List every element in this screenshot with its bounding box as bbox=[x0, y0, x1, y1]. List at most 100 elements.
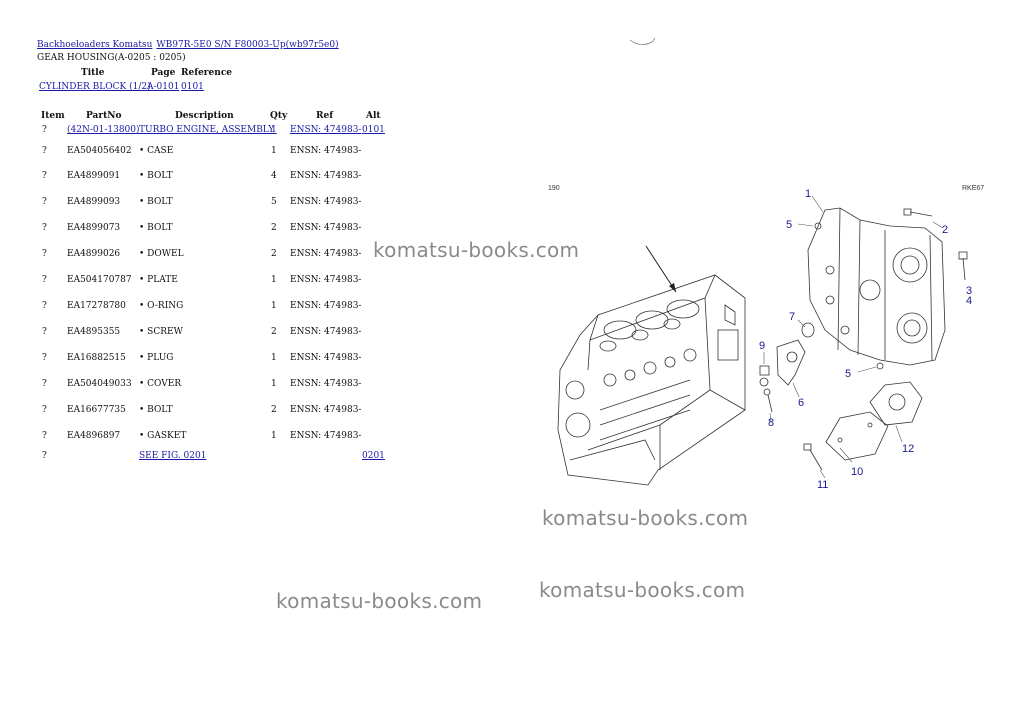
cell-qty: 2 bbox=[271, 405, 277, 415]
watermark: komatsu-books.com bbox=[373, 238, 580, 262]
cell-item: ? bbox=[42, 146, 47, 156]
callout-11: 11 bbox=[817, 479, 828, 491]
cell-item: ? bbox=[42, 171, 47, 181]
cell-partno: EA4899091 bbox=[67, 171, 121, 181]
cell-qty: 1 bbox=[271, 353, 277, 363]
cell-description: • DOWEL bbox=[139, 249, 184, 259]
callout-1: 1 bbox=[805, 188, 811, 200]
cell-ref: ENSN: 474983- bbox=[290, 275, 362, 285]
breadcrumb-link-model[interactable]: WB97R-5E0 S/N F80003-Up(wb97r5e0) bbox=[156, 40, 339, 50]
arrow-head bbox=[669, 283, 676, 292]
exploded-view-diagram: 190 RKE67 bbox=[548, 37, 984, 491]
page-title: GEAR HOUSING(A-0205 : 0205) bbox=[37, 53, 186, 63]
cell-item: ? bbox=[42, 301, 47, 311]
ref-header-page: Page bbox=[151, 68, 176, 78]
callout-12: 12 bbox=[902, 443, 914, 455]
diagram-code-right: RKE67 bbox=[962, 185, 984, 192]
callout-7: 7 bbox=[789, 311, 795, 323]
cell-description: • COVER bbox=[139, 379, 182, 389]
ref-header-reference: Reference bbox=[181, 68, 233, 78]
diagram-code-left: 190 bbox=[548, 185, 560, 192]
cell-qty: 2 bbox=[271, 223, 277, 233]
cell-partno: EA16882515 bbox=[67, 353, 126, 363]
cell-qty[interactable]: 1 bbox=[271, 125, 277, 135]
cell-description: • BOLT bbox=[139, 171, 173, 181]
cell-partno[interactable]: (42N-01-13800) bbox=[67, 125, 140, 135]
cell-partno: EA504170787 bbox=[67, 275, 132, 285]
cell-item: ? bbox=[42, 379, 47, 389]
cell-item: ? bbox=[42, 275, 47, 285]
ref-link-page[interactable]: A-0101 bbox=[147, 82, 180, 92]
ref-link-reference[interactable]: 0101 bbox=[181, 82, 204, 92]
cell-ref: ENSN: 474983- bbox=[290, 249, 362, 259]
gear-housing-drawing bbox=[807, 207, 946, 366]
cell-qty: 4 bbox=[271, 171, 277, 181]
leader-lines bbox=[763, 195, 944, 479]
cell-ref: ENSN: 474983- bbox=[290, 405, 362, 415]
col-header-description: Description bbox=[175, 111, 234, 121]
cell-qty: 5 bbox=[271, 197, 277, 207]
cell-qty: 1 bbox=[271, 301, 277, 311]
small-parts-drawing bbox=[759, 208, 968, 471]
callout-5-top: 5 bbox=[786, 219, 792, 231]
cell-partno: EA4899093 bbox=[67, 197, 121, 207]
callout-8: 8 bbox=[768, 417, 774, 429]
cell-item: ? bbox=[42, 451, 47, 461]
col-header-qty: Qty bbox=[270, 111, 288, 121]
cell-description: • BOLT bbox=[139, 197, 173, 207]
cell-description: • CASE bbox=[139, 146, 174, 156]
cell-ref[interactable]: ENSN: 474983- bbox=[290, 125, 362, 135]
breadcrumb-link-category[interactable]: Backhoeloaders Komatsu bbox=[37, 40, 153, 50]
cell-partno: EA504056402 bbox=[67, 146, 132, 156]
cell-ref: ENSN: 474983- bbox=[290, 327, 362, 337]
cell-item: ? bbox=[42, 431, 47, 441]
cell-alt[interactable]: 0201 bbox=[362, 451, 385, 461]
callout-6: 6 bbox=[798, 397, 804, 409]
watermark: komatsu-books.com bbox=[539, 578, 746, 602]
cell-ref: ENSN: 474983- bbox=[290, 353, 362, 363]
cell-description: • O-RING bbox=[139, 301, 184, 311]
cell-item: ? bbox=[42, 327, 47, 337]
cell-item: ? bbox=[42, 249, 47, 259]
cell-ref: ENSN: 474983- bbox=[290, 171, 362, 181]
cell-ref: ENSN: 474983- bbox=[290, 197, 362, 207]
engine-block-drawing bbox=[557, 274, 746, 486]
cell-item: ? bbox=[42, 405, 47, 415]
cell-ref: ENSN: 474983- bbox=[290, 223, 362, 233]
cell-description: • PLATE bbox=[139, 275, 178, 285]
ref-header-title: Title bbox=[81, 68, 105, 78]
cell-description: • SCREW bbox=[139, 327, 183, 337]
cell-qty: 1 bbox=[271, 275, 277, 285]
callout-4: 4 bbox=[966, 295, 972, 307]
cell-item: ? bbox=[42, 353, 47, 363]
watermark: komatsu-books.com bbox=[542, 506, 749, 530]
cell-qty: 1 bbox=[271, 146, 277, 156]
cell-alt[interactable]: 0101 bbox=[362, 125, 385, 135]
callout-5-bottom: 5 bbox=[845, 368, 851, 380]
cell-partno: EA4899073 bbox=[67, 223, 121, 233]
cell-qty: 1 bbox=[271, 379, 277, 389]
cell-partno: EA17278780 bbox=[67, 301, 126, 311]
cell-description: • GASKET bbox=[139, 431, 187, 441]
cell-description: • BOLT bbox=[139, 405, 173, 415]
cell-partno: EA4895355 bbox=[67, 327, 121, 337]
cell-description: • PLUG bbox=[139, 353, 174, 363]
cell-partno: EA4896897 bbox=[67, 431, 121, 441]
cell-description[interactable]: TURBO ENGINE, ASSEMBLY bbox=[139, 125, 275, 135]
cell-ref: ENSN: 474983- bbox=[290, 431, 362, 441]
callout-2: 2 bbox=[942, 224, 948, 236]
cell-description[interactable]: SEE FIG. 0201 bbox=[139, 451, 207, 461]
arrow-line bbox=[645, 245, 677, 293]
cell-ref: ENSN: 474983- bbox=[290, 146, 362, 156]
col-header-partno: PartNo bbox=[86, 111, 122, 121]
col-header-alt: Alt bbox=[366, 111, 381, 121]
watermark: komatsu-books.com bbox=[276, 589, 483, 613]
cell-partno: EA4899026 bbox=[67, 249, 121, 259]
cell-partno: EA504049033 bbox=[67, 379, 132, 389]
callout-3: 3 bbox=[966, 285, 972, 297]
cell-qty: 2 bbox=[271, 249, 277, 259]
cell-item: ? bbox=[42, 223, 47, 233]
col-header-item: Item bbox=[41, 111, 65, 121]
cell-qty: 1 bbox=[271, 431, 277, 441]
ref-link-title[interactable]: CYLINDER BLOCK (1/2) bbox=[39, 82, 151, 92]
